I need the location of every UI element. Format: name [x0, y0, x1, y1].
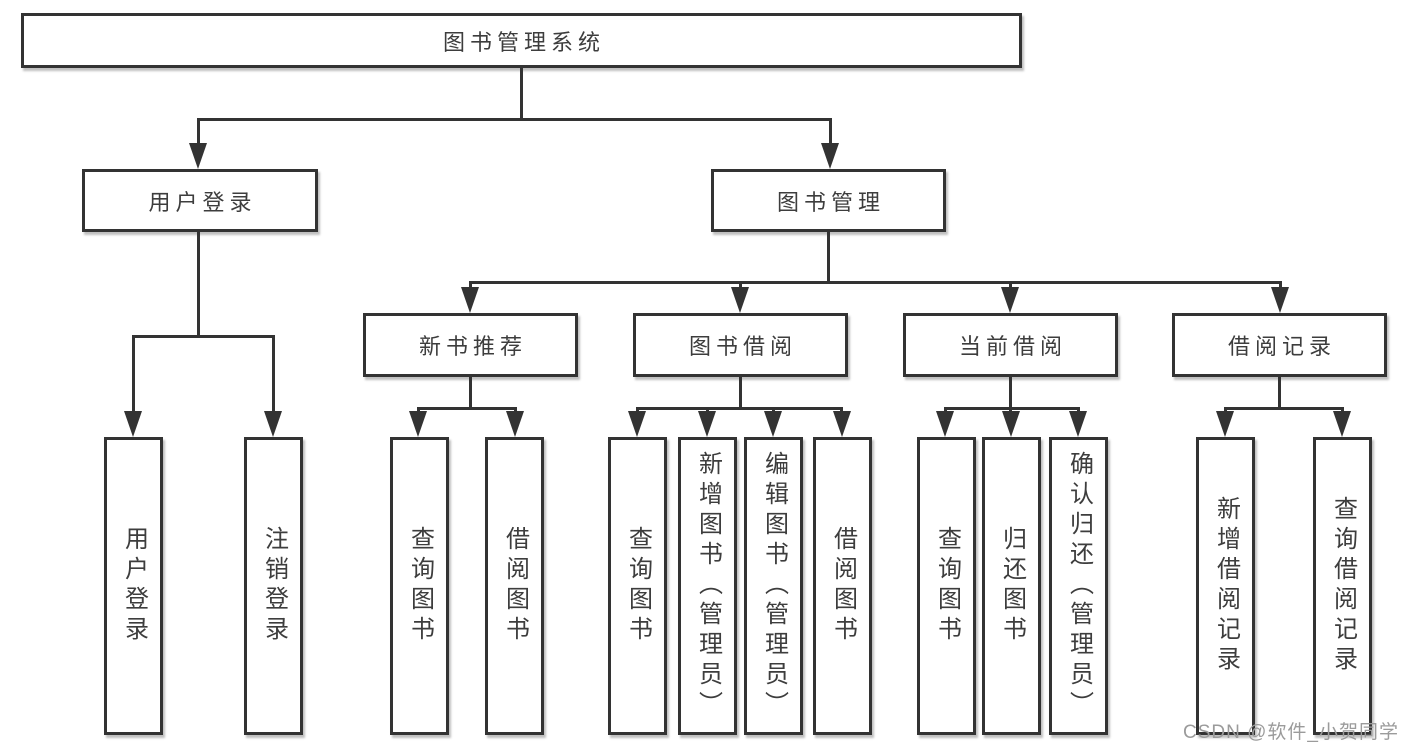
connector-line [469, 377, 472, 407]
leaf-newrec-query-books: 查询图书 [390, 437, 449, 735]
leaf-newrec-borrow-books: 借阅图书 [485, 437, 544, 735]
connector-line [469, 281, 1282, 284]
connector-arrow-down [764, 411, 782, 437]
connector-arrow-down [189, 143, 207, 169]
connector-arrow-down [821, 143, 839, 169]
connector-line [197, 118, 832, 121]
node-user-login-label: 用户登录 [148, 189, 257, 215]
leaf-borrow-add-books: 新增图书（管理员） [678, 437, 737, 735]
connector-line [1279, 281, 1282, 291]
connector-line [739, 377, 742, 407]
connector-line [272, 335, 275, 413]
leaf-user-login: 用户登录 [104, 437, 163, 735]
connector-line [132, 335, 275, 338]
connector-arrow-down [936, 411, 954, 437]
connector-arrow-down [1001, 287, 1019, 313]
connector-line [829, 118, 832, 146]
node-book-borrow: 图书借阅 [633, 313, 848, 377]
connector-line [1278, 377, 1281, 407]
connector-arrow-down [833, 411, 851, 437]
leaf-current-query-books-label: 查询图书 [933, 526, 961, 646]
connector-arrow-down [1216, 411, 1234, 437]
leaf-current-confirm-return: 确认归还（管理员） [1049, 437, 1108, 735]
connector-line [197, 118, 200, 146]
connector-arrow-down [124, 411, 142, 437]
leaf-current-return-books-label: 归还图书 [998, 526, 1026, 646]
connector-arrow-down [1069, 411, 1087, 437]
leaf-borrow-borrow-books: 借阅图书 [813, 437, 872, 735]
connector-line [1009, 377, 1012, 407]
node-borrow-record-label: 借阅记录 [1227, 334, 1336, 359]
leaf-record-add-record-label: 新增借阅记录 [1212, 496, 1240, 676]
connector-line [1009, 281, 1012, 291]
connector-arrow-down [698, 411, 716, 437]
connector-arrow-down [1271, 287, 1289, 313]
connector-arrow-down [461, 287, 479, 313]
node-book-mgmt: 图书管理 [711, 169, 946, 232]
node-root-label: 图书管理系统 [442, 29, 605, 55]
node-root: 图书管理系统 [21, 13, 1022, 68]
connector-line [636, 407, 843, 410]
connector-line [197, 232, 200, 335]
connector-line [132, 335, 135, 413]
leaf-newrec-query-books-label: 查询图书 [406, 526, 434, 646]
leaf-newrec-borrow-books-label: 借阅图书 [501, 526, 529, 646]
connector-line [417, 407, 517, 410]
connector-arrow-down [628, 411, 646, 437]
connector-arrow-down [409, 411, 427, 437]
leaf-borrow-edit-books-label: 编辑图书（管理员） [760, 451, 788, 721]
connector-arrow-down [731, 287, 749, 313]
node-book-mgmt-label: 图书管理 [776, 189, 885, 215]
leaf-record-query-record: 查询借阅记录 [1313, 437, 1372, 735]
leaf-borrow-query-books: 查询图书 [608, 437, 667, 735]
node-borrow-record: 借阅记录 [1172, 313, 1387, 377]
leaf-borrow-query-books-label: 查询图书 [624, 526, 652, 646]
leaf-logout-label: 注销登录 [260, 526, 288, 646]
leaf-current-query-books: 查询图书 [917, 437, 976, 735]
node-current-borrow-label: 当前借阅 [958, 334, 1067, 359]
connector-arrow-down [1002, 411, 1020, 437]
connector-arrow-down [264, 411, 282, 437]
leaf-logout: 注销登录 [244, 437, 303, 735]
connector-line [827, 232, 830, 281]
connector-line [944, 407, 1080, 410]
node-new-book-rec: 新书推荐 [363, 313, 578, 377]
leaf-borrow-edit-books: 编辑图书（管理员） [744, 437, 803, 735]
leaf-borrow-add-books-label: 新增图书（管理员） [694, 451, 722, 721]
leaf-record-query-record-label: 查询借阅记录 [1329, 496, 1357, 676]
node-current-borrow: 当前借阅 [903, 313, 1118, 377]
node-new-book-rec-label: 新书推荐 [418, 334, 527, 359]
leaf-record-add-record: 新增借阅记录 [1196, 437, 1255, 735]
leaf-user-login-label: 用户登录 [120, 526, 148, 646]
connector-line [739, 281, 742, 291]
connector-arrow-down [1333, 411, 1351, 437]
leaf-current-confirm-return-label: 确认归还（管理员） [1065, 451, 1093, 721]
leaf-current-return-books: 归还图书 [982, 437, 1041, 735]
node-user-login: 用户登录 [82, 169, 318, 232]
node-book-borrow-label: 图书借阅 [688, 334, 797, 359]
connector-line [469, 281, 472, 291]
watermark: CSDN @软件_小贺同学 [1183, 722, 1399, 743]
connector-arrow-down [506, 411, 524, 437]
connector-line [520, 68, 523, 118]
connector-line [1224, 407, 1344, 410]
leaf-borrow-borrow-books-label: 借阅图书 [829, 526, 857, 646]
